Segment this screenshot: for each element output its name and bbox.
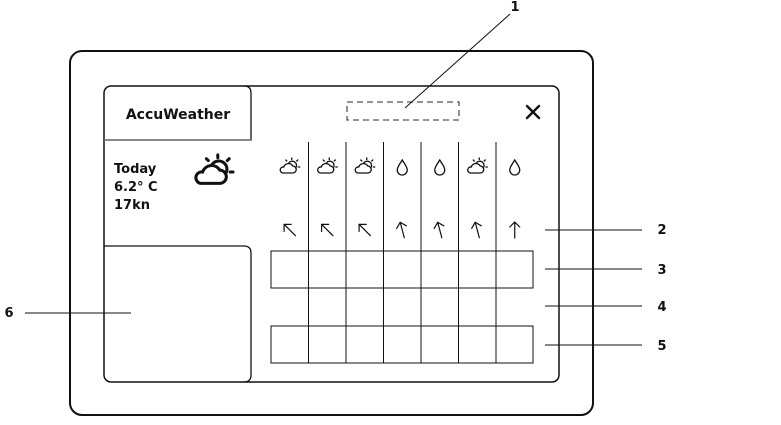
callout-4: 4 xyxy=(657,300,666,315)
wind-arrow-icon xyxy=(396,221,407,239)
callout-5: 5 xyxy=(657,339,666,354)
partly-sunny-icon xyxy=(317,157,338,174)
wind-arrow-icon xyxy=(320,223,334,237)
close-icon[interactable] xyxy=(525,104,541,120)
callout-6: 6 xyxy=(4,306,13,321)
brand-tab xyxy=(104,85,252,141)
title-placeholder xyxy=(346,101,460,121)
callout-1: 1 xyxy=(510,0,519,15)
forecast-grid xyxy=(279,142,521,363)
widget-panel xyxy=(103,85,560,383)
wind-arrow-icon xyxy=(433,221,445,239)
partly-sunny-icon xyxy=(194,153,235,185)
wind-arrow-icon xyxy=(509,221,521,239)
forecast-row-5 xyxy=(270,325,534,364)
raindrop-icon xyxy=(509,158,521,176)
wind-value: 17kn xyxy=(114,198,150,213)
today-label: Today xyxy=(114,162,157,177)
partly-sunny-icon xyxy=(279,157,301,174)
callout-2: 2 xyxy=(657,223,666,238)
wind-arrow-icon xyxy=(283,223,297,237)
wind-arrow-icon xyxy=(471,221,482,239)
brand-label: AccuWeather xyxy=(126,107,230,123)
raindrop-icon xyxy=(434,158,446,176)
raindrop-icon xyxy=(396,158,408,176)
temperature-value: 6.2° C xyxy=(114,180,158,195)
partly-sunny-icon xyxy=(467,157,488,174)
callout-3: 3 xyxy=(657,263,666,278)
forecast-row-3 xyxy=(270,250,534,289)
left-empty-area xyxy=(104,245,252,383)
device-frame xyxy=(69,50,594,416)
wind-arrow-icon xyxy=(358,223,372,237)
partly-sunny-icon xyxy=(354,157,376,174)
